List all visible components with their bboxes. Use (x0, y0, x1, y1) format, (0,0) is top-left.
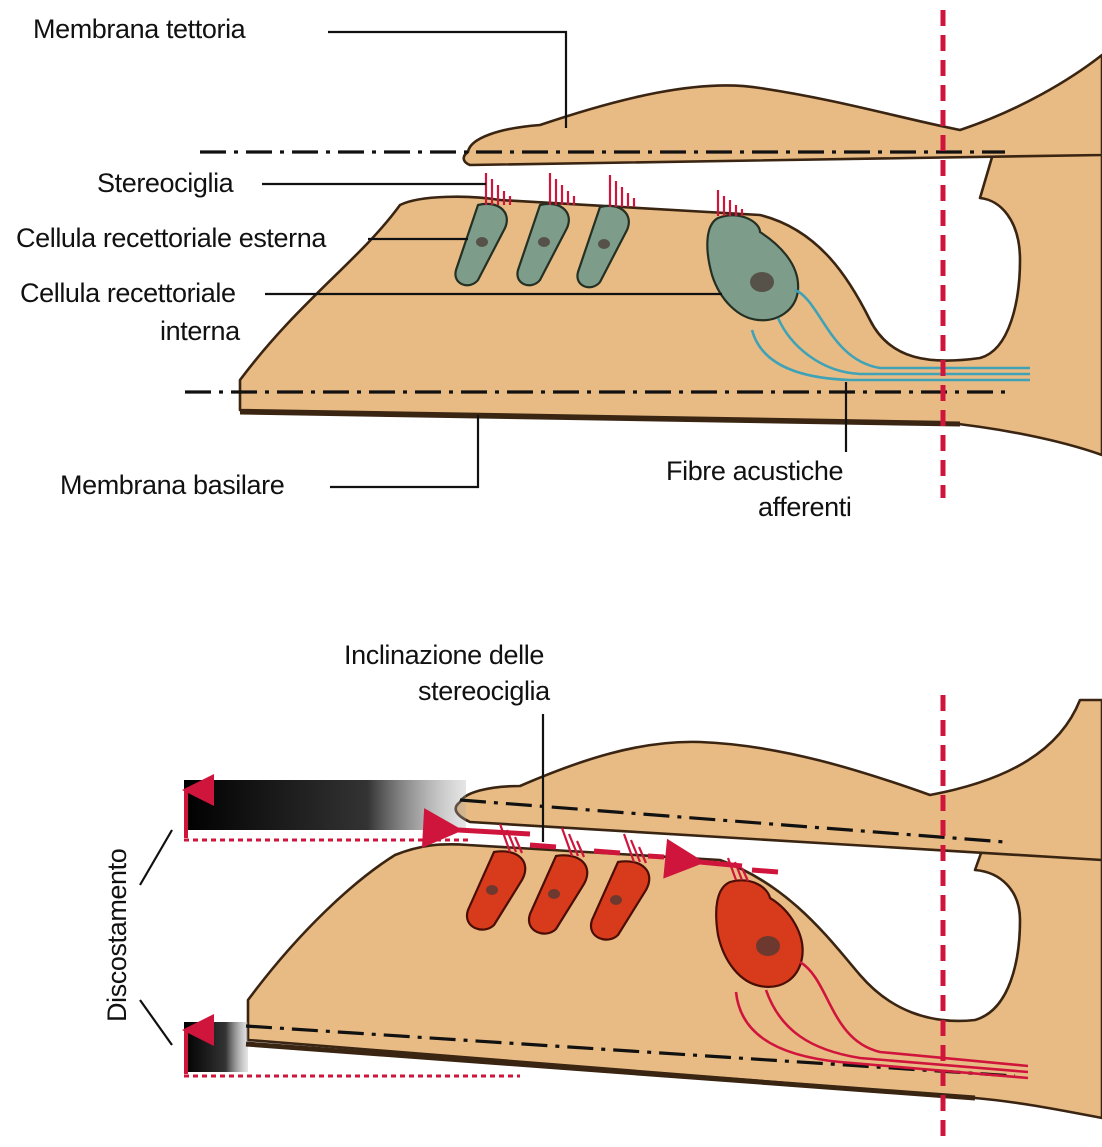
shear-dash (648, 856, 664, 857)
leader-line (328, 32, 566, 128)
label-inclinazione-1: Inclinazione delle (344, 640, 544, 670)
basilar-shift-bar (184, 1022, 248, 1072)
panel-deflected: Inclinazione delle stereociglia Discosta… (102, 640, 1102, 1140)
label-membrana-basilare: Membrana basilare (60, 470, 284, 500)
leader-line (140, 830, 172, 885)
label-stereociglia: Stereociglia (97, 168, 235, 198)
tectorial-shift-bar (184, 780, 466, 830)
shear-dash (594, 851, 620, 853)
label-fibre-1: Fibre acustiche (666, 456, 843, 486)
shear-arrow (458, 830, 530, 834)
label-cellula-interna-1: Cellula recettoriale (20, 278, 236, 308)
leader-line (330, 415, 478, 487)
label-cellula-interna-2: interna (160, 316, 241, 346)
shear-dash (752, 870, 778, 872)
label-cellula-esterna: Cellula recettoriale esterna (16, 223, 327, 253)
basilar-membrane-shape (240, 120, 1102, 455)
label-discostamento: Discostamento (102, 849, 132, 1022)
label-membrana-tettoria: Membrana tettoria (33, 14, 247, 44)
tectorial-membrane-shape (464, 55, 1102, 165)
leader-line (140, 1000, 172, 1045)
label-inclinazione-2: stereociglia (418, 676, 551, 706)
shear-dash (530, 845, 556, 847)
panel-rest: Membrana tettoria Stereociglia Cellula r… (16, 10, 1102, 522)
tectorial-membrane-shape (456, 700, 1102, 860)
label-fibre-2: afferenti (758, 492, 851, 522)
